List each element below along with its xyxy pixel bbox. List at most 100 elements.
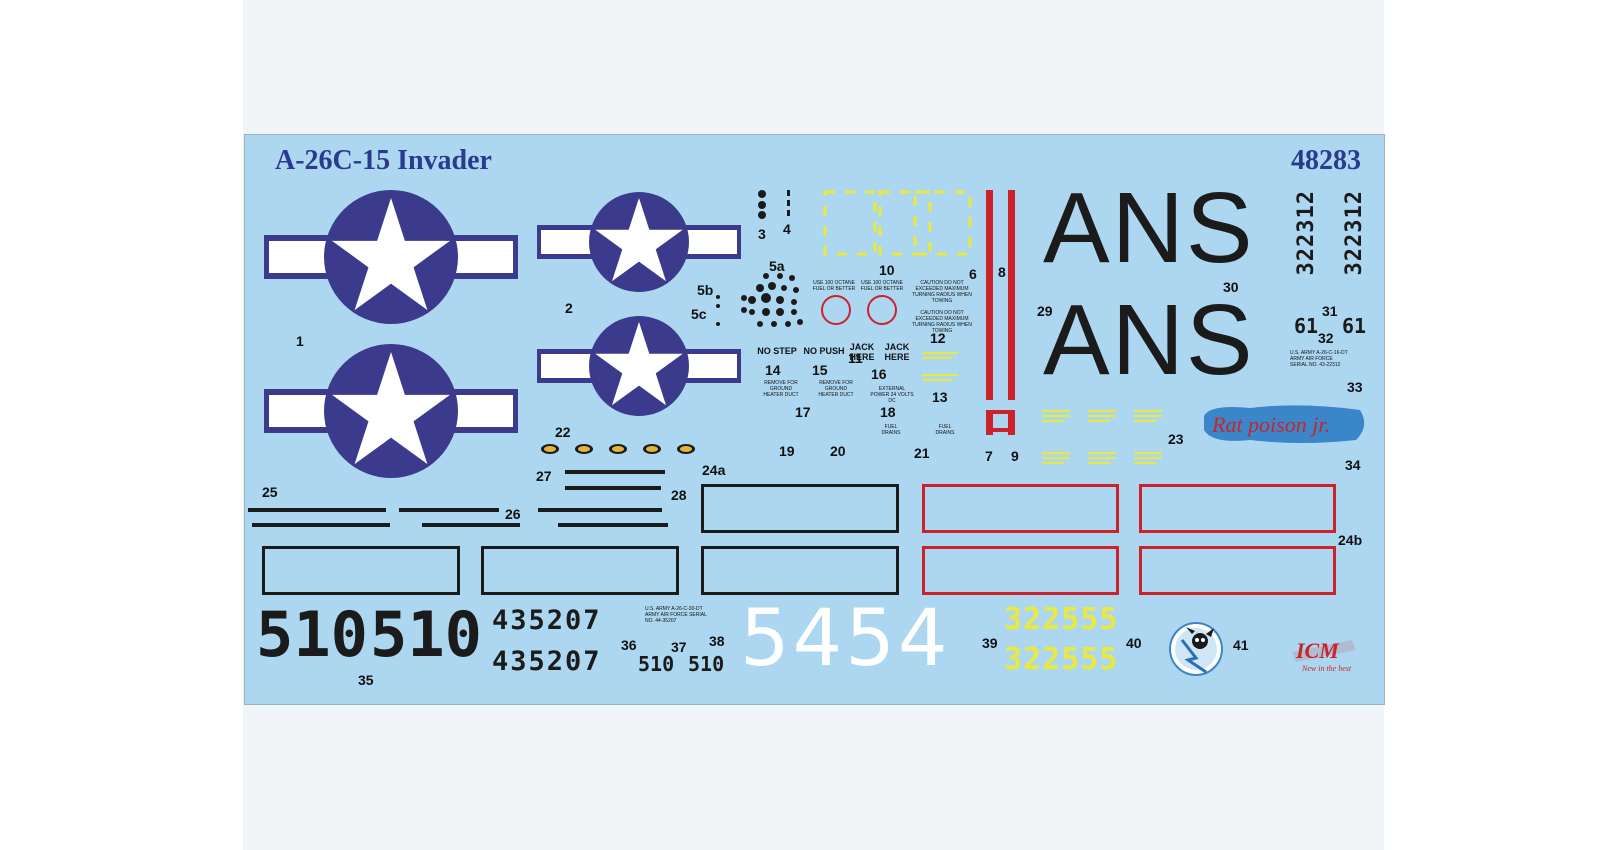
ref-19: 19	[779, 443, 795, 459]
ref-14: 14	[765, 362, 781, 378]
stripe-27b	[558, 523, 668, 527]
insignia-1b	[264, 344, 518, 478]
yellow-dashed-frames	[823, 190, 972, 256]
stencil-caution-1: CAUTION DO NOT EXCEEDED MAXIMUM TURNING …	[912, 280, 972, 304]
red-stripes	[986, 190, 1015, 435]
ref-36: 36	[621, 637, 637, 653]
frame-black-1	[262, 546, 460, 595]
sheet-code: 48283	[1291, 145, 1361, 176]
frame-black-3	[701, 484, 899, 533]
ref-5c: 5c	[691, 306, 707, 322]
stripe-26b	[422, 523, 520, 527]
frame-black-4	[701, 546, 899, 595]
nose-art-text: Rat poison jr.	[1212, 412, 1330, 437]
ref-24b: 24b	[1338, 532, 1363, 548]
ref-37: 37	[671, 639, 687, 655]
fuel-filler-circles	[821, 295, 897, 325]
ref-13: 13	[932, 389, 948, 405]
ref-6: 6	[969, 266, 977, 282]
ref-5a: 5a	[769, 258, 785, 274]
stencil-serial-33: U.S. ARMY A-26-C-16-DT ARMY AIR FORCE SE…	[1290, 350, 1348, 368]
nose-art-emblem	[1169, 622, 1223, 676]
code-ans-bottom: ANS	[1043, 284, 1255, 396]
sheet-title: A-26C-15 Invader	[275, 145, 492, 176]
icm-logo-mark	[1292, 640, 1356, 662]
code-510-small-2: 510	[688, 652, 725, 676]
tail-number-2: 322312	[1342, 190, 1367, 276]
frame-black-2	[481, 546, 679, 595]
code-ans-top: ANS	[1043, 172, 1255, 284]
serial-322555-1: 322555	[1004, 602, 1119, 637]
ref-9: 9	[1011, 448, 1019, 464]
stripe-28a	[565, 470, 665, 474]
ref-33: 33	[1347, 379, 1363, 395]
ref-15: 15	[812, 362, 828, 378]
ref-25: 25	[262, 484, 278, 500]
ref-24a: 24a	[702, 462, 726, 478]
stencil-jack-here-1: JACK HERE	[849, 342, 875, 362]
code-510-small-1: 510	[638, 652, 675, 676]
ref-28: 28	[671, 487, 687, 503]
stencil-octane-1: USE 100 OCTANE FUEL OR BETTER	[812, 280, 856, 292]
code-61-1: 61	[1294, 314, 1319, 338]
code-510-2: 510	[370, 598, 482, 671]
ref-2: 2	[565, 300, 573, 316]
gauge-decals	[758, 190, 790, 219]
ref-35: 35	[358, 672, 374, 688]
serial-322555-2: 322555	[1004, 642, 1119, 677]
insignia-2a	[537, 192, 741, 292]
oval-markers	[541, 444, 695, 454]
ref-38: 38	[709, 633, 725, 649]
ref-26: 26	[505, 506, 521, 522]
ref-3: 3	[758, 226, 766, 242]
stencil-fuel-drains-2: FUEL DRAINS	[935, 424, 955, 436]
ref-39: 39	[982, 635, 998, 651]
ref-30: 30	[1223, 279, 1239, 295]
stencil-octane-2: USE 100 OCTANE FUEL OR BETTER	[860, 280, 904, 292]
frame-red-1	[922, 484, 1119, 533]
ref-16: 16	[871, 366, 887, 382]
ref-27: 27	[536, 468, 552, 484]
stencil-remove-1: REMOVE FOR GROUND HEATER DUCT	[763, 380, 799, 398]
stencil-remove-2: REMOVE FOR GROUND HEATER DUCT	[818, 380, 854, 398]
ref-34: 34	[1345, 457, 1361, 473]
ref-40: 40	[1126, 635, 1142, 651]
insignia-1a	[264, 190, 518, 324]
stencil-external-power: EXTERNAL POWER 24 VOLTS DC	[870, 386, 914, 404]
ref-21: 21	[914, 445, 930, 461]
ref-8: 8	[998, 264, 1006, 280]
stencil-serial-36: U.S. ARMY A-26-C-30-DT ARMY AIR FORCE SE…	[645, 606, 707, 624]
stripe-25b	[399, 508, 499, 512]
instrument-dots	[716, 273, 803, 327]
stencil-jack-here-2: JACK HERE	[884, 342, 910, 362]
ref-23: 23	[1168, 431, 1184, 447]
stripe-27a	[538, 508, 662, 512]
stripe-28b	[565, 486, 661, 490]
ref-17: 17	[795, 404, 811, 420]
ref-22: 22	[555, 424, 571, 440]
ref-29: 29	[1037, 303, 1053, 319]
frame-red-3	[922, 546, 1119, 595]
stencil-no-push: NO PUSH	[803, 346, 845, 356]
stencil-caution-2: CAUTION DO NOT EXCEEDED MAXIMUM TURNING …	[912, 310, 972, 334]
icm-logo: ICM	[1296, 638, 1339, 663]
stripe-26a	[252, 523, 390, 527]
icm-slogan: New in the best	[1302, 664, 1352, 673]
stripe-25a	[248, 508, 386, 512]
ref-31: 31	[1322, 303, 1338, 319]
code-510-1: 510	[256, 598, 368, 671]
ref-11: 11	[848, 350, 863, 366]
ref-10: 10	[879, 262, 895, 278]
ref-7: 7	[985, 448, 993, 464]
serial-435207-1: 435207	[492, 605, 602, 636]
ref-18: 18	[880, 404, 896, 420]
tail-number-1: 322312	[1294, 190, 1319, 276]
insignia-2b	[537, 316, 741, 416]
ref-5b: 5b	[697, 282, 714, 298]
frame-red-4	[1139, 546, 1336, 595]
stencil-fuel-drains-1: FUEL DRAINS	[881, 424, 901, 436]
serial-435207-2: 435207	[492, 646, 602, 677]
rat-poison-banner	[1204, 405, 1365, 443]
code-5454: 5454	[740, 594, 951, 684]
